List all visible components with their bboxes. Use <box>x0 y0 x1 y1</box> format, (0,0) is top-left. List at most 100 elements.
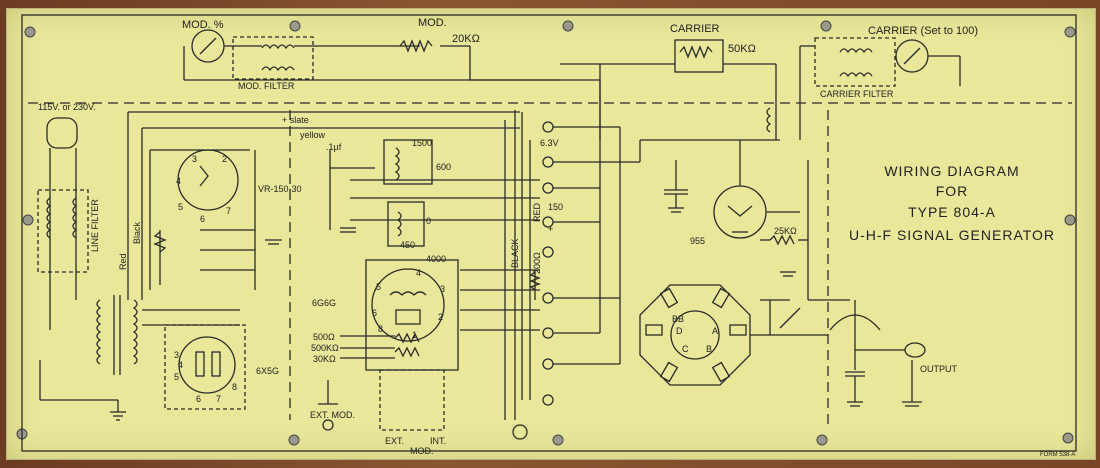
mod-filter-box <box>232 36 314 80</box>
resistor-200ohm <box>529 271 541 291</box>
vr-pin-label: 4 <box>176 176 181 186</box>
mod-percent-label: MOD. % <box>182 19 224 31</box>
mod-label: MOD. <box>418 17 447 29</box>
coil-450-label: 450 <box>400 240 415 250</box>
screw-icon <box>1062 432 1074 444</box>
screw-icon <box>820 20 832 32</box>
x5-pin-label: 7 <box>216 394 221 404</box>
switch-pos-a: A <box>712 326 718 336</box>
terminal-icon <box>542 292 554 304</box>
carrier-filter-box <box>814 37 896 87</box>
mod-filter-label: MOD. FILTER <box>238 81 295 91</box>
output-connector-icon <box>904 342 926 358</box>
tube-6g6g <box>371 268 445 342</box>
g6-pin-label: 3 <box>440 284 445 294</box>
tube-955 <box>713 185 767 239</box>
terminal-icon <box>542 182 554 194</box>
black-wire-label: Black <box>132 221 142 244</box>
carrier-pot-box <box>674 39 724 73</box>
x5-pin-label: 3 <box>174 350 179 360</box>
v150-label: 150 <box>548 202 563 212</box>
screw-icon <box>288 434 300 446</box>
coil-box-450 <box>387 201 425 247</box>
capacitor-label: .1µf <box>326 142 342 152</box>
terminal-icon <box>542 358 554 370</box>
diagram-border <box>21 14 1077 452</box>
screw-icon <box>1064 26 1076 38</box>
r500-label: 500Ω <box>313 332 335 342</box>
attenuator-switch <box>639 284 751 386</box>
screw-icon <box>1064 214 1076 226</box>
r25k-label: 25KΩ <box>774 226 797 236</box>
int-label: INT. <box>430 436 446 446</box>
vr-pin-label: 5 <box>178 202 183 212</box>
screw-icon <box>562 20 574 32</box>
yellow-wire-label: yellow <box>300 130 326 140</box>
vr-pin-label: 2 <box>222 154 227 164</box>
r500k-label: 500KΩ <box>311 343 339 353</box>
coil-0-label: 0 <box>426 216 431 226</box>
mod-resistor-20k <box>399 39 433 53</box>
coil-1500-label: 1500 <box>412 138 432 148</box>
coil-600-label: 600 <box>436 162 451 172</box>
coil-box-1500 <box>383 139 433 185</box>
terminal-icon <box>542 394 554 406</box>
tube-6x5g <box>178 336 236 394</box>
terminal-icon <box>542 156 554 168</box>
screw-icon <box>552 434 564 446</box>
carrier-filter-label: CARRIER FILTER <box>820 89 894 99</box>
terminal-icon <box>542 327 554 339</box>
rectifier-box <box>164 324 246 410</box>
lamp-icon <box>512 424 528 440</box>
terminal-icon <box>542 121 554 133</box>
transformer-secondary <box>132 299 138 365</box>
switch-pos-d: D <box>676 326 683 336</box>
x5-pin-label: 8 <box>232 382 237 392</box>
title-line-1: WIRING DIAGRAM <box>884 163 1019 179</box>
vr-pin-label: 6 <box>200 214 205 224</box>
ext-mod-label: EXT. MOD. <box>310 410 355 420</box>
slate-wire-label: + slate <box>282 115 309 125</box>
tube-6x5g-label: 6X5G <box>256 366 279 376</box>
screw-icon <box>24 26 36 38</box>
screw-icon <box>816 434 828 446</box>
screw-icon <box>22 214 34 226</box>
tube-955-label: 955 <box>690 236 705 246</box>
v63-label: 6.3V <box>540 138 559 148</box>
plus-label: + <box>548 224 553 234</box>
vr-tube-label: VR-150-30 <box>258 184 302 194</box>
x5-pin-label: 6 <box>196 394 201 404</box>
transformer-primary <box>96 299 102 365</box>
black-lead-label: BLACK <box>510 238 520 268</box>
coil-4000-label: 4000 <box>426 254 446 264</box>
red-lead-label: RED <box>532 202 542 222</box>
switch-pos-bb: BB <box>672 314 684 324</box>
output-label: OUTPUT <box>920 364 958 374</box>
rf-choke-coil <box>766 107 772 133</box>
title-line-3: TYPE 804-A <box>908 204 996 220</box>
g6-pin-label: 5 <box>376 282 381 292</box>
mod-switch-label: MOD. <box>410 446 434 456</box>
carrier-label: CARRIER <box>670 23 720 35</box>
carrier-resistor-50k <box>679 45 713 59</box>
power-plug-icon <box>46 117 78 149</box>
title-line-2: FOR <box>936 183 969 199</box>
vr-pin-label: 7 <box>226 206 231 216</box>
line-filter-label: LINE FILTER <box>90 199 100 252</box>
mod-filter-coil <box>261 44 295 50</box>
vr-150-30-tube <box>177 149 239 211</box>
x5-pin-label: 4 <box>178 360 183 370</box>
red-wire-label: Red <box>118 253 128 270</box>
mains-voltage-label: 115V. or 230V. <box>38 102 96 112</box>
carrier-set-label: CARRIER (Set to 100) <box>868 25 978 37</box>
x5-pin-label: 5 <box>174 372 179 382</box>
r200-label: 200Ω <box>532 252 542 274</box>
ext-int-switch <box>379 369 445 431</box>
r20k-label: 20KΩ <box>452 33 480 45</box>
switch-pos-b: B <box>706 344 712 354</box>
terminal-icon <box>542 246 554 258</box>
r30k-label: 30KΩ <box>313 354 336 364</box>
g6-pin-label: 1 <box>412 330 417 340</box>
